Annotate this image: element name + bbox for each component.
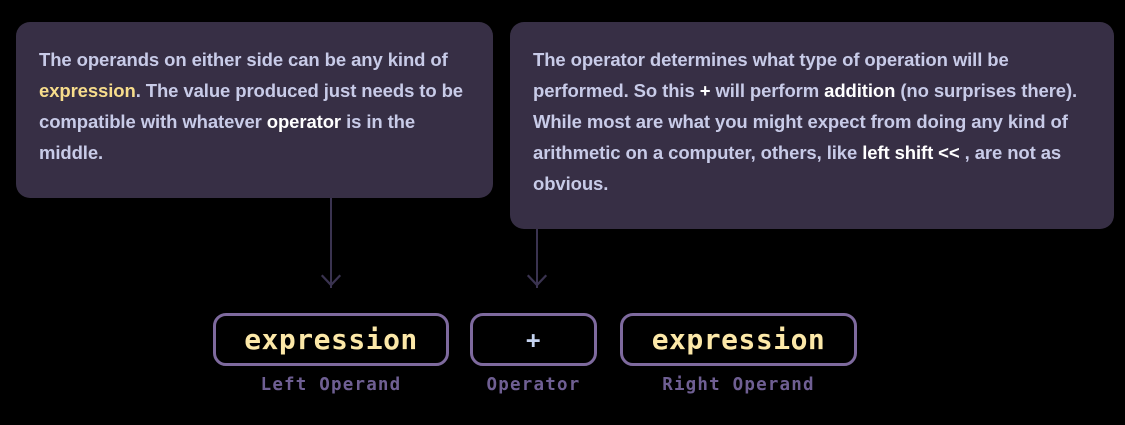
callout-segment: The operands on either side can be any k… — [39, 49, 448, 70]
callout-text: The operands on either side can be any k… — [39, 44, 467, 168]
left-operand-callout: The operands on either side can be any k… — [16, 22, 493, 198]
callout-segment: is in the middle. — [39, 111, 416, 163]
operator-token-group: + Operator — [470, 313, 597, 395]
arrow-shaft — [330, 198, 332, 288]
operator-callout: The operator determines what type of ope… — [510, 22, 1114, 229]
right-operand-token-group: expression Right Operand — [620, 313, 857, 395]
callout-segment: , are not as obvious. — [533, 142, 1062, 194]
left-operand-label: Left Operand — [260, 375, 402, 395]
right-operand-token[interactable]: expression — [620, 313, 857, 366]
callout-keyword-plus: + — [699, 80, 711, 101]
arrow-to-operator — [526, 229, 548, 288]
arrow-to-left-operand — [320, 198, 342, 288]
callout-segment: (no surprises there). While most are wha… — [533, 80, 1078, 163]
arrow-down-icon — [526, 266, 548, 288]
callout-segment: will perform — [710, 80, 825, 101]
left-operand-token[interactable]: expression — [213, 313, 449, 366]
callout-keyword-addition: addition — [824, 80, 896, 101]
arrow-shaft — [536, 229, 538, 288]
right-operand-label: Right Operand — [662, 375, 815, 395]
callout-segment: The operator determines what type of ope… — [533, 49, 1009, 101]
operator-label: Operator — [486, 375, 581, 395]
arrow-down-icon — [320, 266, 342, 288]
left-operand-token-group: expression Left Operand — [213, 313, 449, 395]
callout-keyword-left-shift: left shift << — [862, 142, 960, 163]
callout-segment: . The value produced just needs to be co… — [39, 80, 463, 132]
callout-text: The operator determines what type of ope… — [533, 44, 1090, 199]
callout-keyword-expression: expression — [39, 80, 136, 101]
callout-keyword-operator: operator — [266, 111, 342, 132]
operator-token[interactable]: + — [470, 313, 597, 366]
